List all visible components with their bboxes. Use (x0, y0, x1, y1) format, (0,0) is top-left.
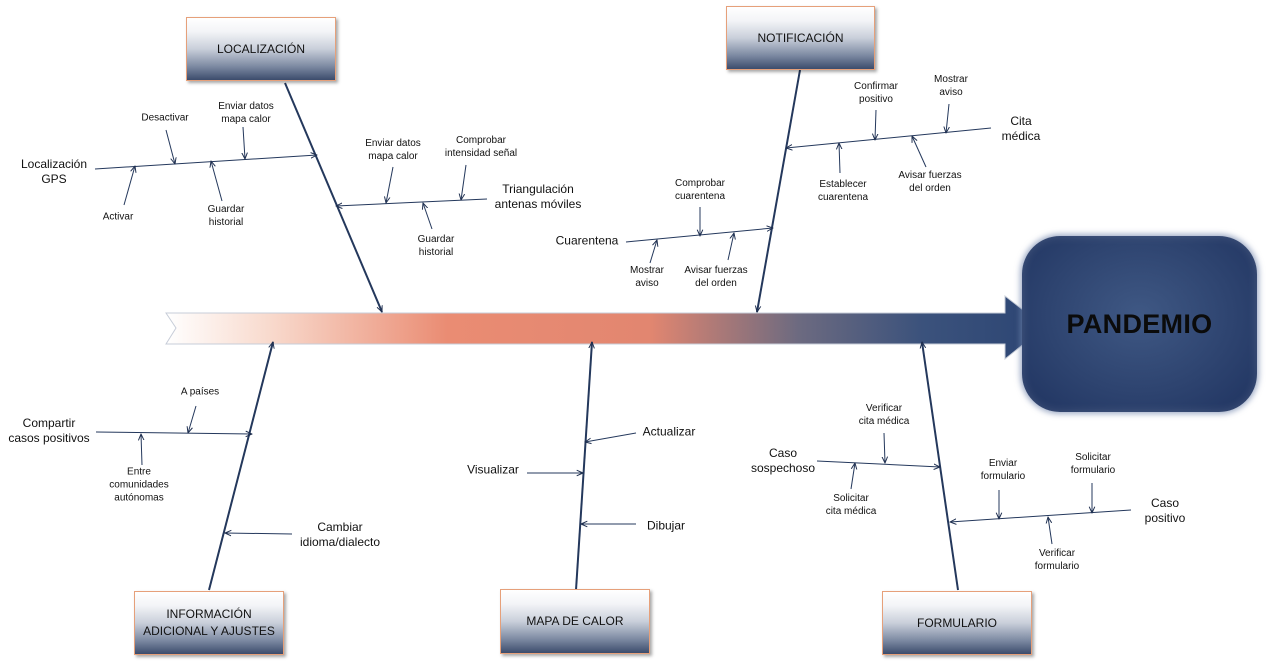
arrow-enviar-datos-1 (243, 126, 245, 159)
bone-localizacion (284, 82, 383, 312)
cause-verificar-formulario: Verificar formulario (1034, 548, 1080, 572)
cause-cuarentena: Cuarentena (555, 233, 619, 248)
branch-actualizar (585, 432, 637, 442)
cause-avisar-fuerzas-1: Avisar fuerzas del orden (898, 170, 962, 194)
cause-cambiar-idioma: Cambiar idioma/dialecto (299, 520, 381, 549)
cause-mostrar-aviso-1: Mostrar aviso (934, 74, 968, 98)
cause-compartir-casos: Compartir casos positivos (8, 416, 90, 445)
branch-triangulacion (336, 198, 488, 206)
cause-caso-positivo: Caso positivo (1144, 496, 1186, 525)
cause-desactivar: Desactivar (141, 112, 189, 124)
arrow-verificar-formulario (1048, 517, 1053, 545)
arrow-avisar-fuerzas-1 (912, 136, 927, 168)
cause-comprobar-cuarentena: Comprobar cuarentena (674, 178, 726, 202)
category-localizacion: LOCALIZACIÓN (186, 17, 336, 81)
effect-box: PANDEMIO (1022, 236, 1257, 412)
cause-guardar-historial-2: Guardar historial (417, 234, 455, 258)
category-notificacion-label: NOTIFICACIÓN (757, 30, 844, 45)
branch-caso-positivo (950, 509, 1132, 522)
bone-mapa (575, 342, 592, 591)
arrow-solicitar-cita (850, 463, 855, 490)
category-notificacion: NOTIFICACIÓN (726, 6, 875, 70)
arrow-mostrar-aviso-1 (946, 103, 949, 133)
cause-mostrar-aviso-2: Mostrar aviso (630, 265, 664, 289)
branch-compartir-casos (95, 432, 252, 434)
arrow-enviar-datos-2 (386, 166, 394, 203)
cause-localizacion-gps: Localización GPS (20, 157, 88, 186)
cause-verificar-cita: Verificar cita médica (858, 403, 910, 427)
arrow-entre-comunidades (141, 434, 142, 466)
main-spine-arrow (165, 294, 1046, 361)
cause-guardar-historial-1: Guardar historial (207, 204, 245, 228)
arrow-confirmar-positivo (875, 109, 876, 140)
category-informacion-label: INFORMACIÓN ADICIONAL Y AJUSTES (143, 607, 275, 638)
arrow-mostrar-aviso-2 (649, 240, 657, 264)
cause-solicitar-formulario: Solicitar formulario (1070, 452, 1116, 476)
category-formulario-label: FORMULARIO (916, 615, 997, 630)
category-localizacion-label: LOCALIZACIÓN (216, 41, 306, 56)
arrow-desactivar (165, 129, 175, 164)
cause-enviar-formulario: Enviar formulario (980, 458, 1026, 482)
arrow-a-paises (188, 405, 197, 433)
cause-comprobar-intensidad: Comprobar intensidad señal (444, 135, 518, 159)
category-mapa-de-calor-label: MAPA DE CALOR (526, 614, 624, 628)
cause-dibujar: Dibujar (646, 518, 686, 533)
arrow-guardar-historial-2 (423, 203, 433, 230)
cause-establecer-cuarentena: Establecer cuarentena (817, 179, 869, 203)
cause-visualizar: Visualizar (467, 462, 519, 477)
arrow-avisar-fuerzas-2 (727, 233, 734, 261)
cause-actualizar: Actualizar (642, 424, 696, 439)
cause-a-paises: A países (180, 386, 220, 398)
cause-enviar-datos-1: Enviar datos mapa calor (218, 101, 274, 125)
bone-notificacion (757, 69, 801, 312)
branch-cita-medica (786, 127, 992, 148)
cause-cita-medica: Cita médica (1001, 114, 1041, 143)
cause-solicitar-cita: Solicitar cita médica (825, 493, 877, 517)
bone-informacion (208, 342, 273, 591)
cause-triangulacion: Triangulación antenas móviles (494, 182, 582, 211)
branch-caso-sospechoso (816, 460, 940, 467)
category-formulario: FORMULARIO (882, 591, 1032, 655)
cause-caso-sospechoso: Caso sospechoso (750, 446, 816, 475)
cause-confirmar-positivo: Confirmar positivo (854, 81, 898, 105)
cause-activar: Activar (102, 211, 134, 223)
arrow-verificar-cita (884, 432, 885, 463)
arrow-guardar-historial-1 (211, 161, 223, 202)
category-informacion: INFORMACIÓN ADICIONAL Y AJUSTES (134, 591, 284, 655)
branch-cambiar-idioma (225, 533, 293, 534)
arrow-activar (123, 166, 135, 206)
branch-localizacion-gps (94, 155, 317, 170)
arrow-comprobar-intensidad (461, 164, 467, 200)
arrow-establecer-cuarentena (839, 143, 840, 174)
effect-label: PANDEMIO (1066, 308, 1213, 339)
cause-enviar-datos-2: Enviar datos mapa calor (365, 138, 421, 162)
cause-entre-comunidades: Entre comunidades autónomas (109, 466, 169, 504)
cause-avisar-fuerzas-2: Avisar fuerzas del orden (684, 265, 748, 289)
category-mapa-de-calor: MAPA DE CALOR (500, 589, 650, 654)
